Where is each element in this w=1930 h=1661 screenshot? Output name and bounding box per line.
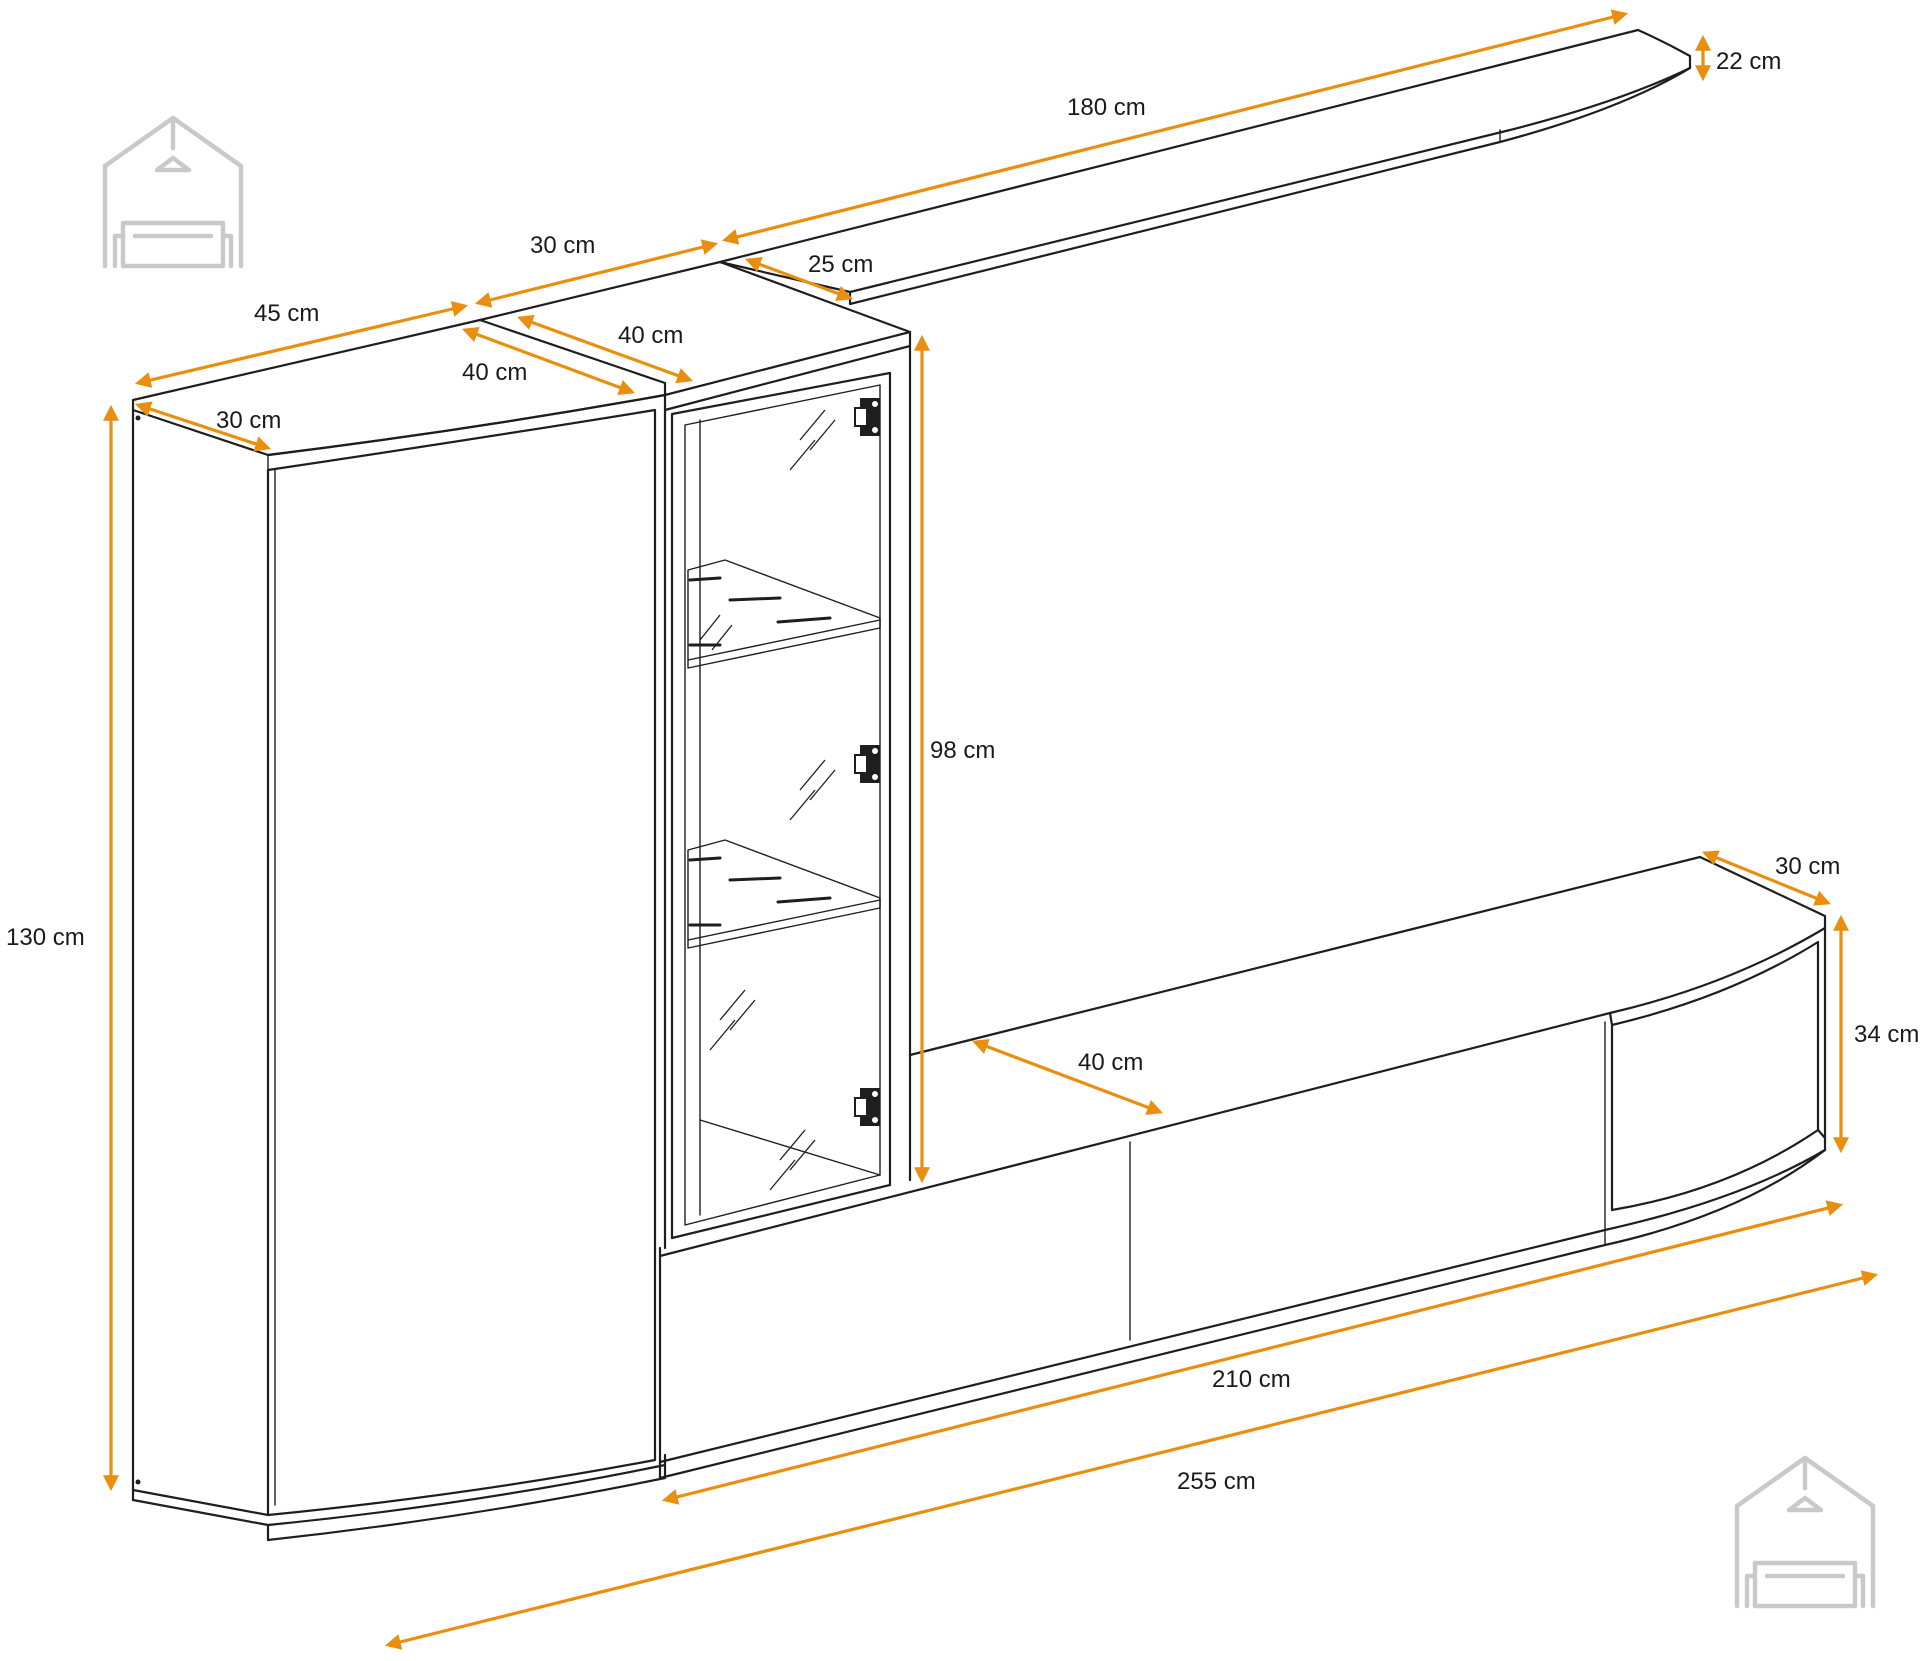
- label-lowboard-depth: 40 cm: [1078, 1049, 1143, 1076]
- label-lowboard-height: 34 cm: [1854, 1021, 1919, 1048]
- label-glass-depth: 40 cm: [618, 322, 683, 349]
- glass-cabinet: [478, 260, 912, 1250]
- dimension-line-shelf-width: [721, 9, 1629, 245]
- label-total-width: 255 cm: [1177, 1468, 1256, 1495]
- dimension-labels: 180 cm 22 cm 25 cm 30 cm 45 cm 40 cm 40 …: [6, 48, 1919, 1495]
- hinge-icon: [854, 745, 880, 783]
- dimension-line-tall-side: [134, 401, 272, 452]
- label-tall-height: 130 cm: [6, 924, 85, 951]
- tall-cabinet: [131, 318, 667, 1542]
- label-shelf-depth: 25 cm: [808, 251, 873, 278]
- label-lowboard-width: 210 cm: [1212, 1366, 1291, 1393]
- label-glass-height: 98 cm: [930, 737, 995, 764]
- hinge-icon: [854, 398, 880, 436]
- dimension-line-shelf-depth: [745, 256, 853, 302]
- label-shelf-height: 22 cm: [1716, 48, 1781, 75]
- label-top-right: 30 cm: [530, 232, 595, 259]
- dimension-line-tall-depth: [462, 326, 635, 396]
- label-tall-depth: 40 cm: [462, 359, 527, 386]
- dimension-line-top-right: [474, 239, 719, 308]
- dimension-lines: [103, 9, 1879, 1650]
- house-sofa-icon: [102, 115, 244, 269]
- dimension-line-lowboard-width: [661, 1200, 1844, 1505]
- label-shelf-width: 180 cm: [1067, 94, 1146, 121]
- dimension-line-lowboard-depth: [972, 1039, 1163, 1115]
- label-lowboard-side: 30 cm: [1775, 853, 1840, 880]
- house-sofa-icon: [1734, 1455, 1876, 1609]
- dimension-line-top-left: [134, 301, 469, 388]
- label-tall-side: 30 cm: [216, 407, 281, 434]
- dimension-line-lowboard-side: [1702, 850, 1831, 906]
- dimension-line-total-width: [384, 1270, 1879, 1650]
- hinge-icon: [854, 1088, 880, 1126]
- label-top-left: 45 cm: [254, 300, 319, 327]
